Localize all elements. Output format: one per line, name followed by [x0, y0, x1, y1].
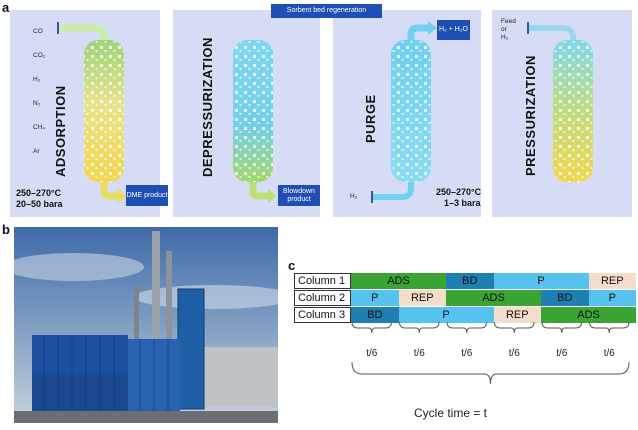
purge-h2-h2o-box: H₂ + H₂O — [437, 20, 470, 40]
h2-in-arrow — [372, 182, 414, 200]
panel-label-c: c — [288, 258, 296, 273]
blowdown-product-box: Blowdown product — [278, 185, 320, 206]
feed-pressurize-arrow — [528, 25, 576, 40]
schedule-cell-ads: ADS — [446, 290, 541, 306]
schedule-cell-ads: ADS — [541, 307, 636, 323]
stage-title-depressurization: DEPRESSURIZATION — [200, 37, 215, 177]
schedule-cell-bd: BD — [541, 290, 589, 306]
purge-h2-input-label: H₂ — [350, 193, 358, 200]
slot-duration-label: t/6 — [461, 348, 473, 359]
schedule-cell-bd: BD — [351, 307, 399, 323]
pressurization-feed-label: Feed or H₂ — [501, 18, 516, 41]
slot-brace — [351, 321, 392, 334]
plant-photo — [14, 227, 278, 423]
stage-title-purge: PURGE — [363, 94, 378, 143]
panel-label-b: b — [2, 222, 10, 237]
slot-duration-label: t/6 — [366, 348, 378, 359]
blowdown-out-arrow — [249, 182, 268, 200]
slot-brace — [446, 321, 487, 334]
cycle-braces — [351, 321, 630, 385]
schedule-cell-p: P — [588, 290, 636, 306]
dme-out-arrow — [100, 182, 118, 200]
purge-conditions: 250–270°C 1–3 bara — [436, 187, 482, 208]
gas-item: CH₄ — [33, 124, 46, 131]
schedule-cell-rep: REP — [588, 273, 636, 289]
h2o-out-arrow — [407, 24, 428, 40]
schedule-cell-rep: REP — [493, 307, 541, 323]
slot-duration-label: t/6 — [603, 348, 615, 359]
schedule-cell-p: P — [493, 273, 589, 289]
row-label-column-1: Column 1 — [294, 273, 351, 289]
schedule-cell-p: P — [351, 290, 399, 306]
row-label-column-3: Column 3 — [294, 307, 351, 323]
schedule-cell-rep: REP — [398, 290, 446, 306]
cycle-brace — [351, 361, 630, 385]
dme-product-box: DME product — [126, 185, 168, 206]
gas-item: CO — [33, 28, 43, 35]
adsorption-conditions: 250–270°C 20–50 bara — [16, 188, 63, 209]
gas-item: Ar — [33, 148, 40, 155]
slot-brace — [399, 321, 440, 334]
regeneration-banner: Sorbent bed regeneration — [271, 4, 382, 18]
slot-brace — [589, 321, 630, 334]
slot-duration-label: t/6 — [413, 348, 425, 359]
feed-gas-list: CO CO₂ H₂ N₂ CH₄ Ar — [33, 12, 45, 164]
panel-label-a: a — [2, 0, 10, 15]
feed-in-arrow — [58, 25, 107, 40]
row-label-column-2: Column 2 — [294, 290, 351, 306]
stage-title-adsorption: ADSORPTION — [53, 85, 68, 177]
gas-item: N₂ — [33, 100, 41, 107]
cycle-time-label: Cycle time = t — [414, 406, 488, 420]
schedule-cell-ads: ADS — [351, 273, 446, 289]
gas-item: H₂ — [33, 76, 41, 83]
psa-stage-diagram — [57, 21, 593, 203]
schedule-cell-bd: BD — [446, 273, 494, 289]
slot-duration-label: t/6 — [508, 348, 520, 359]
stage-title-pressurization: PRESSURIZATION — [523, 55, 538, 176]
slot-brace — [494, 321, 535, 334]
gas-item: CO₂ — [33, 52, 46, 59]
schedule-cell-p: P — [398, 307, 494, 323]
slot-brace — [541, 321, 582, 334]
slot-duration-label: t/6 — [556, 348, 568, 359]
